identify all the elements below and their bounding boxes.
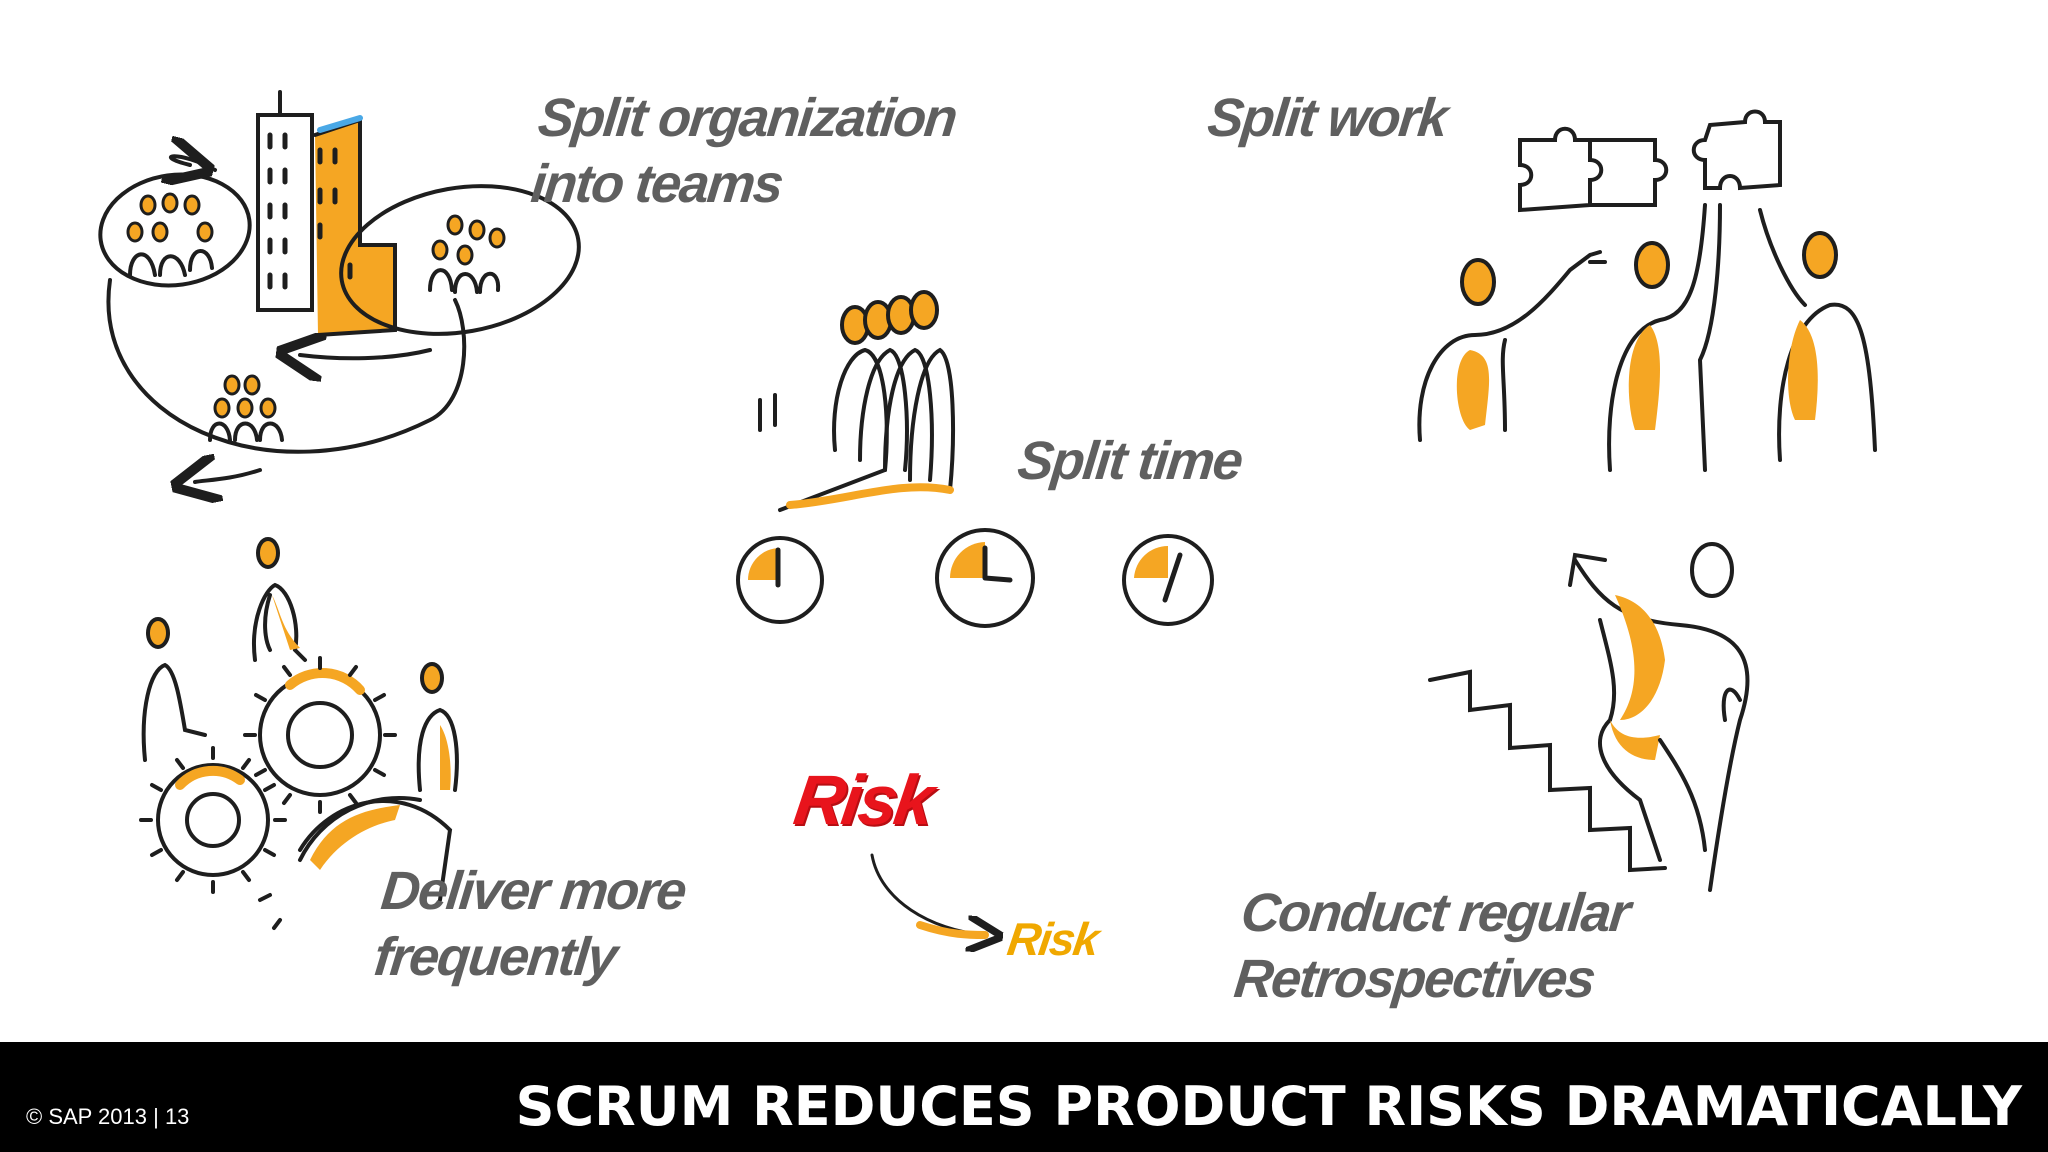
copyright-text: © SAP 2013 | 13 — [26, 1104, 190, 1129]
split-organization-label: Split organization into teams — [528, 85, 959, 217]
split-work-label: Split work — [1204, 88, 1450, 148]
deliver-gears-icon — [139, 537, 459, 930]
sketch-illustrations — [98, 90, 1877, 1042]
risk-small-label: Risk — [1004, 913, 1101, 965]
split-time-label: Split time — [1014, 431, 1245, 491]
split-organization-line1: Split organization — [535, 88, 959, 148]
retrospectives-line1: Conduct regular — [1238, 883, 1632, 943]
risk-large-label: Risk — [789, 761, 937, 839]
deliver-line1: Deliver more — [378, 861, 688, 921]
split-work-icon — [1417, 109, 1877, 472]
retrospectives-line2: Retrospectives — [1231, 949, 1597, 1009]
footer-bar: © SAP 2013 | 13 SCRUM REDUCES PRODUCT RI… — [0, 1042, 2048, 1152]
risk-arrow-icon — [870, 853, 985, 935]
retrospectives-label: Conduct regular Retrospectives — [1231, 880, 1632, 1012]
deliver-frequently-label: Deliver more frequently — [371, 858, 688, 990]
split-time-icon — [736, 290, 1214, 628]
deliver-line2: frequently — [371, 927, 619, 987]
slide-title: SCRUM REDUCES PRODUCT RISKS DRAMATICALLY — [515, 1075, 2022, 1138]
retrospective-stairs-icon — [1428, 542, 1750, 892]
split-organization-line2: into teams — [528, 154, 785, 214]
organization-teams-icon — [98, 90, 581, 482]
